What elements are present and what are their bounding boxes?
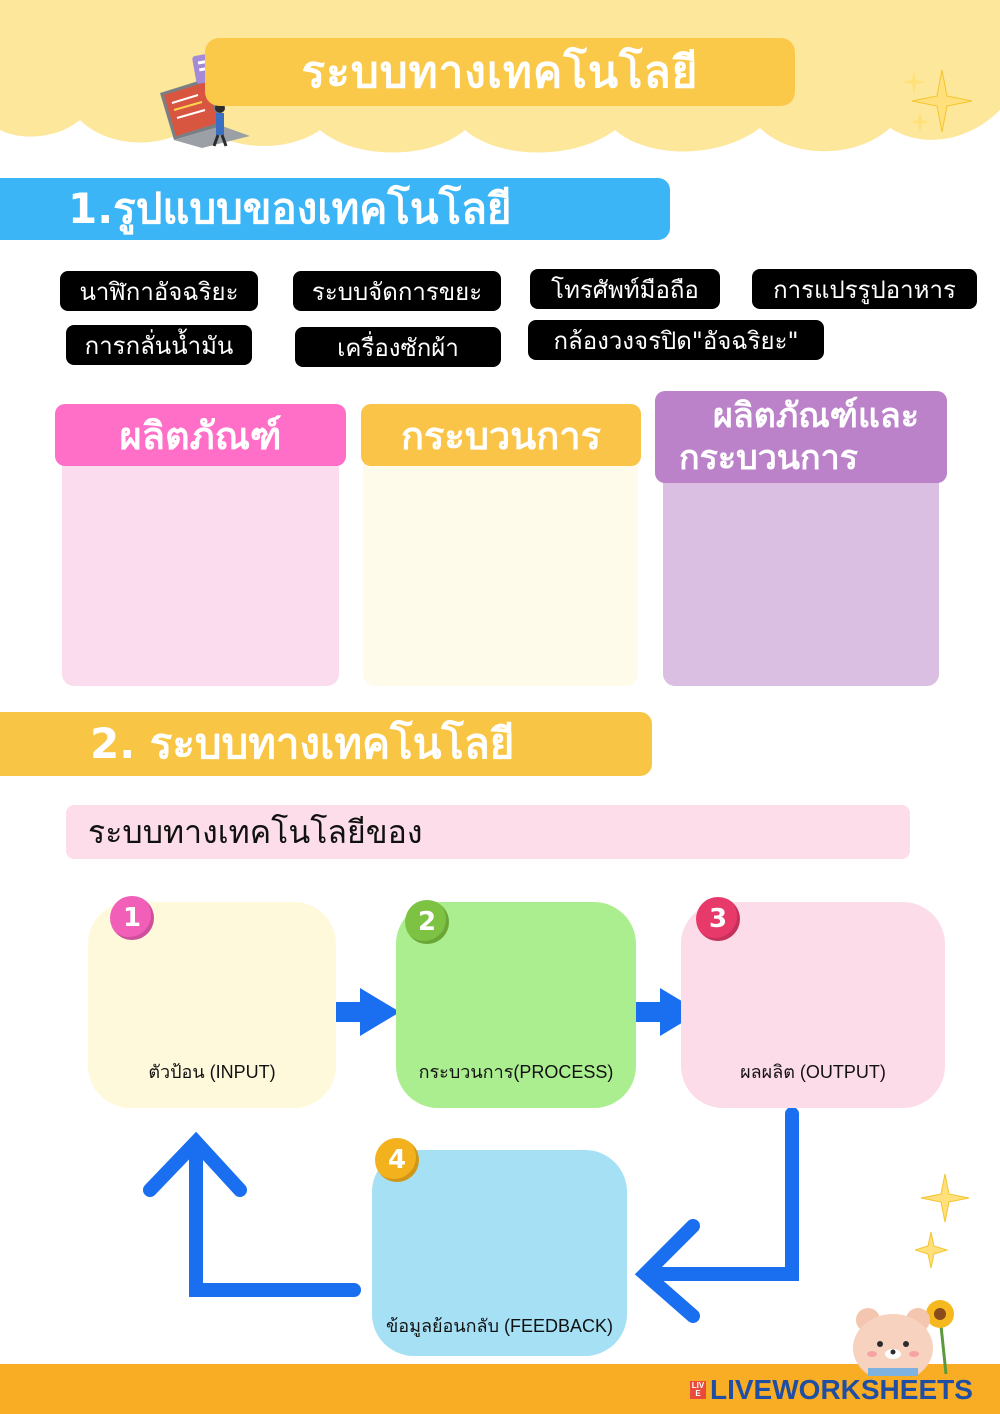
system-subtitle-bar[interactable]: ระบบทางเทคโนโลยีของ bbox=[66, 805, 910, 859]
item-chip[interactable]: การแปรรูปอาหาร bbox=[752, 269, 977, 309]
item-chip[interactable]: นาฬิกาอัจฉริยะ bbox=[60, 271, 258, 311]
live-badge-icon: LIVE bbox=[690, 1381, 706, 1399]
category-process-dropzone[interactable] bbox=[363, 430, 638, 686]
item-chip[interactable]: โทรศัพท์มือถือ bbox=[530, 269, 720, 309]
category-product-process-dropzone[interactable] bbox=[663, 450, 939, 686]
item-chip[interactable]: กล้องวงจรปิด"อัจฉริยะ" bbox=[528, 320, 824, 360]
node-process-label: กระบวนการ(PROCESS) bbox=[418, 1062, 614, 1082]
category-product-header: ผลิตภัณฑ์ bbox=[55, 404, 346, 466]
category-process-header: กระบวนการ bbox=[361, 404, 641, 466]
section2-header: 2. ระบบทางเทคโนโลยี bbox=[0, 712, 652, 776]
item-chip[interactable]: ระบบจัดการขยะ bbox=[293, 271, 501, 311]
badge-number-1: 1 bbox=[110, 896, 154, 940]
badge-number-4: 4 bbox=[375, 1138, 419, 1182]
category-product-process-header: ผลิตภัณฑ์และ กระบวนการ bbox=[655, 391, 947, 483]
liveworksheets-wordmark: LIVEWORKSHEETS bbox=[710, 1374, 973, 1405]
badge-number-2: 2 bbox=[405, 900, 449, 944]
arrow-right-icon bbox=[326, 988, 400, 1036]
item-chip[interactable]: การกลั่นน้ำมัน bbox=[66, 325, 252, 365]
item-chip[interactable]: เครื่องซักผ้า bbox=[295, 327, 501, 367]
sparkle-icon bbox=[902, 69, 973, 133]
footer-bar bbox=[0, 1364, 1000, 1414]
badge-number-3: 3 bbox=[696, 897, 740, 941]
liveworksheets-logo[interactable]: LIVE LIVEWORKSHEETS bbox=[690, 1370, 973, 1410]
node-feedback[interactable]: ข้อมูลย้อนกลับ (FEEDBACK) bbox=[372, 1150, 627, 1356]
node-feedback-label: ข้อมูลย้อนกลับ (FEEDBACK) bbox=[385, 1316, 614, 1336]
arrow-output-to-feedback-icon bbox=[634, 1107, 799, 1323]
arrow-right-icon bbox=[626, 988, 700, 1036]
sparkle-icon bbox=[915, 1173, 970, 1269]
node-input-label: ตัวป้อน (INPUT) bbox=[148, 1062, 276, 1082]
teddy-bear-with-sunflower-illustration bbox=[853, 1300, 954, 1376]
category-header-line1: ผลิตภัณฑ์และ bbox=[712, 396, 920, 436]
arrow-feedback-to-input-icon bbox=[143, 1131, 361, 1297]
node-output-label: ผลผลิต (OUTPUT) bbox=[740, 1062, 886, 1082]
section1-header: 1.รูปแบบของเทคโนโลยี bbox=[0, 178, 670, 240]
page-title: ระบบทางเทคโนโลยี bbox=[205, 38, 795, 106]
category-product-dropzone[interactable] bbox=[62, 430, 339, 686]
category-header-line2: กระบวนการ bbox=[679, 438, 858, 478]
system-subtitle-text: ระบบทางเทคโนโลยีของ bbox=[88, 812, 423, 851]
